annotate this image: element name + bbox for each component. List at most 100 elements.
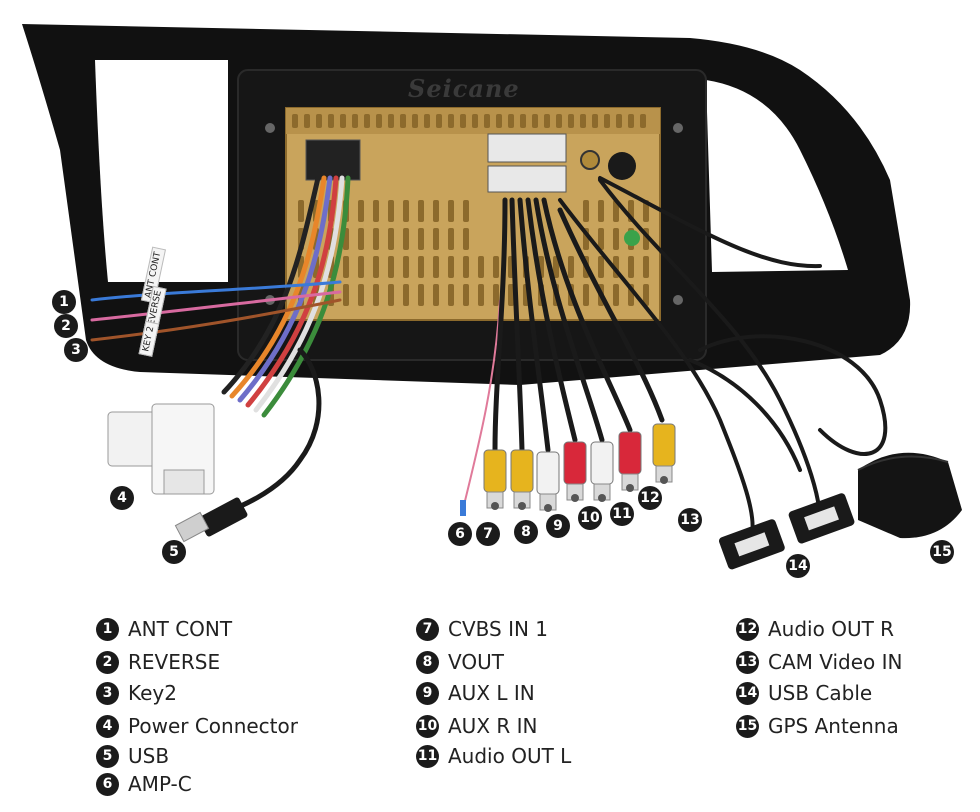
vent-slot [628,256,634,278]
vent-slot [583,284,589,306]
vent-slot [583,200,589,222]
legend: 1 ANT CONT 2 REVERSE 3 Key2 4 Power Conn… [0,600,980,812]
callout-8: 8 [514,520,538,544]
vent-slot [433,228,439,250]
vent-slot [418,200,424,222]
aux-socket-top [487,133,567,163]
legend-number: 13 [736,650,759,674]
legend-number: 15 [736,714,759,738]
vent-slot [400,114,406,128]
callout-1: 1 [52,290,76,314]
vent-slot [478,256,484,278]
vent-slot [568,114,574,128]
vent-slot [604,114,610,128]
vent-slot [418,228,424,250]
screw [265,123,275,133]
legend-label: AMP-C [128,772,192,796]
callout-14: 14 [786,554,810,578]
brand-logo: Seicane [408,74,520,103]
callout-7: 7 [476,522,500,546]
legend-item-audio-out-r: 12 Audio OUT R [736,615,894,643]
legend-number: 10 [416,714,439,738]
vent-slot [448,114,454,128]
bezel-right-cutout [706,80,848,272]
screw [673,123,683,133]
vent-slot [484,114,490,128]
vent-slot [592,114,598,128]
vent-slot [388,114,394,128]
legend-item-aux-r-in: 10 AUX R IN [416,712,538,740]
legend-item-gps-antenna: 15 GPS Antenna [736,712,899,740]
vent-slot [493,284,499,306]
vent-slot [388,200,394,222]
power-connector [107,403,215,495]
vent-slot [364,114,370,128]
legend-label: CAM Video IN [768,650,903,674]
vent-slot [403,200,409,222]
usb-socket [719,519,785,570]
bezel-left-cutout [95,60,228,282]
legend-label: CVBS IN 1 [448,617,549,641]
vent-slot [373,284,379,306]
vent-slot [448,228,454,250]
callout-15: 15 [930,540,954,564]
vent-slot [520,114,526,128]
vent-slot [478,284,484,306]
vent-slot [358,284,364,306]
callout-4: 4 [110,486,134,510]
vent-slot [568,256,574,278]
gps-antenna [857,452,962,539]
rca-plug [652,423,676,484]
vent-slot [403,256,409,278]
vent-slot [463,200,469,222]
vent-slot [643,256,649,278]
rca-plug [590,441,614,502]
callout-13: 13 [678,508,702,532]
vent-slot [433,256,439,278]
rca-plug [483,449,507,510]
callout-2: 2 [54,314,78,338]
aux-socket-bottom [487,165,567,193]
vent-slot [403,284,409,306]
legend-label: VOUT [448,650,504,674]
vent-slot [628,114,634,128]
vent-slot [292,114,298,128]
vent-slot [373,228,379,250]
vent-slot [358,200,364,222]
legend-label: GPS Antenna [768,714,899,738]
vent-slot [412,114,418,128]
vent-slot [418,256,424,278]
head-unit-illustration [22,24,962,570]
vent-slot [613,200,619,222]
vent-slot [580,114,586,128]
vent-slot [340,114,346,128]
legend-item-power-connector: 4 Power Connector [96,712,298,740]
vent-slot [508,284,514,306]
vent-slot [388,284,394,306]
usb-cables [558,176,888,542]
legend-number: 7 [416,617,439,641]
vent-slot [433,200,439,222]
legend-label: Audio OUT R [768,617,895,641]
legend-item-reverse: 2 REVERSE [96,648,220,676]
vent-slot [640,114,646,128]
power-socket [305,139,361,181]
vent-slot [613,228,619,250]
radio-socket [608,152,636,180]
legend-label: AUX R IN [448,714,538,738]
vent-slot [598,228,604,250]
vent-slot [433,284,439,306]
vent-slot [424,114,430,128]
vent-slot [376,114,382,128]
vent-slot [616,114,622,128]
legend-item-amp-c: 6 AMP-C [96,770,192,798]
rca-plug [618,431,642,492]
rca-plug [563,441,587,502]
vent-slot [532,114,538,128]
vent-slot [328,114,334,128]
vent-slot [358,228,364,250]
screw [673,295,683,305]
vent-slot [544,114,550,128]
vent-slot [343,284,349,306]
legend-item-key2: 3 Key2 [96,679,177,707]
